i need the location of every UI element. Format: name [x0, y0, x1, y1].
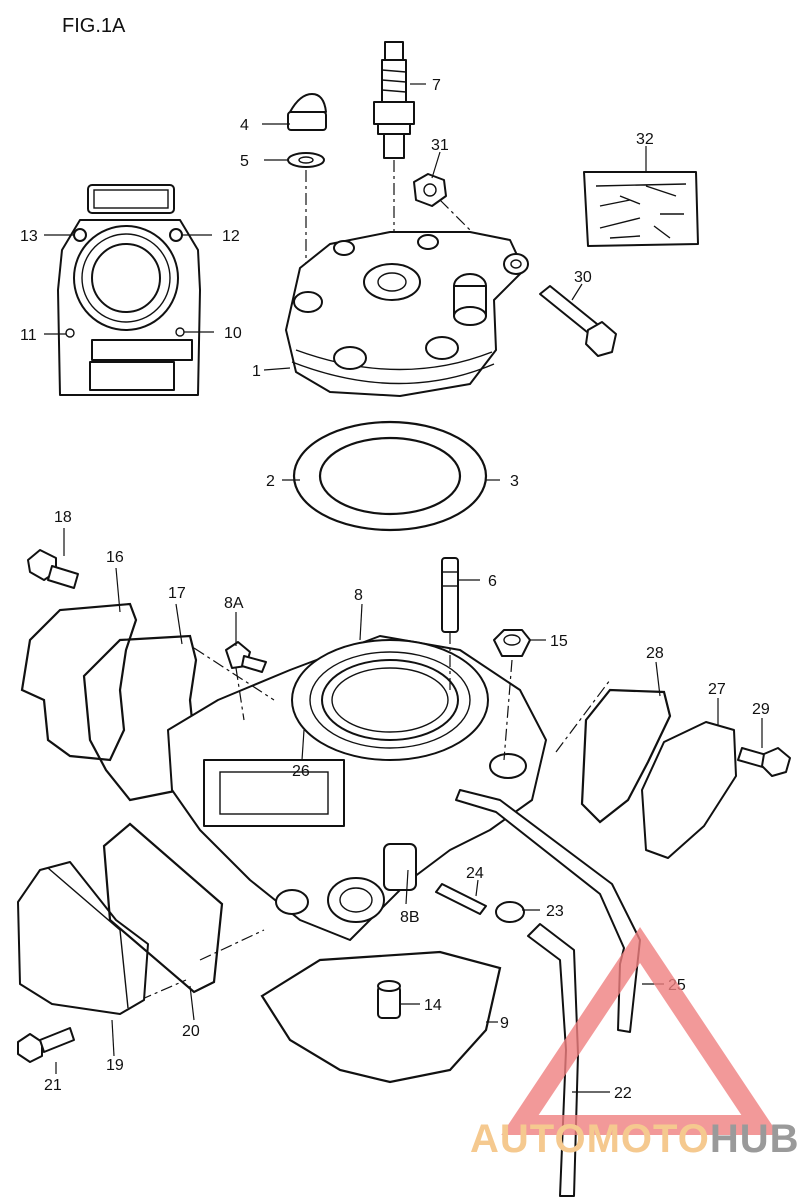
- breather-hose: [455, 789, 641, 1033]
- bleed-bolt: [225, 641, 267, 673]
- cover-gasket: [20, 602, 138, 762]
- cap-nut: [287, 93, 327, 131]
- callout-19: 19: [106, 1057, 124, 1074]
- callout-32: 32: [636, 131, 654, 148]
- callout-8: 8: [354, 587, 363, 604]
- exhaust-cover-bolt: [737, 747, 791, 777]
- watermark-part2: HUB: [710, 1117, 800, 1161]
- callout-20: 20: [182, 1023, 200, 1040]
- callout-26: 26: [292, 763, 310, 780]
- caution-label: [583, 171, 699, 247]
- callout-30: 30: [574, 269, 592, 286]
- callout-labels: 4 5 7 31 32 30 1 2 3 13 12 11 10 18 16 1…: [20, 77, 770, 1102]
- callout-24: 24: [466, 865, 484, 882]
- callout-2: 2: [266, 473, 275, 490]
- callout-5: 5: [240, 153, 249, 170]
- reed-cover-bolt: [17, 1027, 75, 1063]
- callout-16: 16: [106, 549, 124, 566]
- callout-28: 28: [646, 645, 664, 662]
- callout-7: 7: [432, 77, 441, 94]
- base-gasket: [260, 950, 502, 1084]
- callout-9: 9: [500, 1015, 509, 1032]
- callout-8A: 8A: [224, 595, 244, 612]
- hose-clamp: [495, 901, 525, 923]
- dowel-pin: [377, 980, 401, 1019]
- watermark-logo: [501, 926, 779, 1135]
- exhaust-cover: [641, 721, 737, 859]
- callout-10: 10: [224, 325, 242, 342]
- leader-lines: [44, 83, 763, 1093]
- head-bolt: [539, 285, 617, 357]
- callout-12: 12: [222, 228, 240, 245]
- callout-4: 4: [240, 117, 249, 134]
- o-ring-outer: [292, 420, 488, 532]
- callout-1: 1: [252, 363, 261, 380]
- callout-13: 13: [20, 228, 38, 245]
- watermark-part1: AUTOMOTO: [470, 1117, 710, 1161]
- callout-15: 15: [550, 633, 568, 650]
- callout-17: 17: [168, 585, 186, 602]
- stud-nut: [493, 629, 531, 657]
- stud-bolt: [441, 557, 459, 633]
- callout-3: 3: [510, 473, 519, 490]
- callout-27: 27: [708, 681, 726, 698]
- triangle-logo-icon: [501, 926, 779, 1135]
- callout-21: 21: [44, 1077, 62, 1094]
- cylinder-head: [285, 231, 529, 397]
- callout-31: 31: [431, 137, 449, 154]
- figure-title: FIG.1A: [62, 15, 126, 37]
- cylinder: [167, 635, 547, 941]
- callout-18: 18: [54, 509, 72, 526]
- reed-gasket: [102, 822, 224, 994]
- callout-23: 23: [546, 903, 564, 920]
- callout-6: 6: [488, 573, 497, 590]
- watermark-text: AUTOMOTOHUB: [470, 1117, 800, 1161]
- callout-8B: 8B: [400, 909, 420, 926]
- cylinder-top-view-inset: [57, 184, 201, 396]
- o-ring-inner: [318, 436, 462, 516]
- callout-22: 22: [614, 1085, 632, 1102]
- callout-14: 14: [424, 997, 442, 1014]
- flange-nut: [413, 173, 447, 207]
- callout-29: 29: [752, 701, 770, 718]
- exhaust-gasket: [580, 688, 672, 824]
- callout-11: 11: [20, 327, 37, 344]
- cover-bolt-upper: [27, 549, 79, 589]
- bleed-bolt-lower: [435, 883, 487, 915]
- washer: [287, 152, 325, 168]
- reed-cover: [17, 861, 149, 1015]
